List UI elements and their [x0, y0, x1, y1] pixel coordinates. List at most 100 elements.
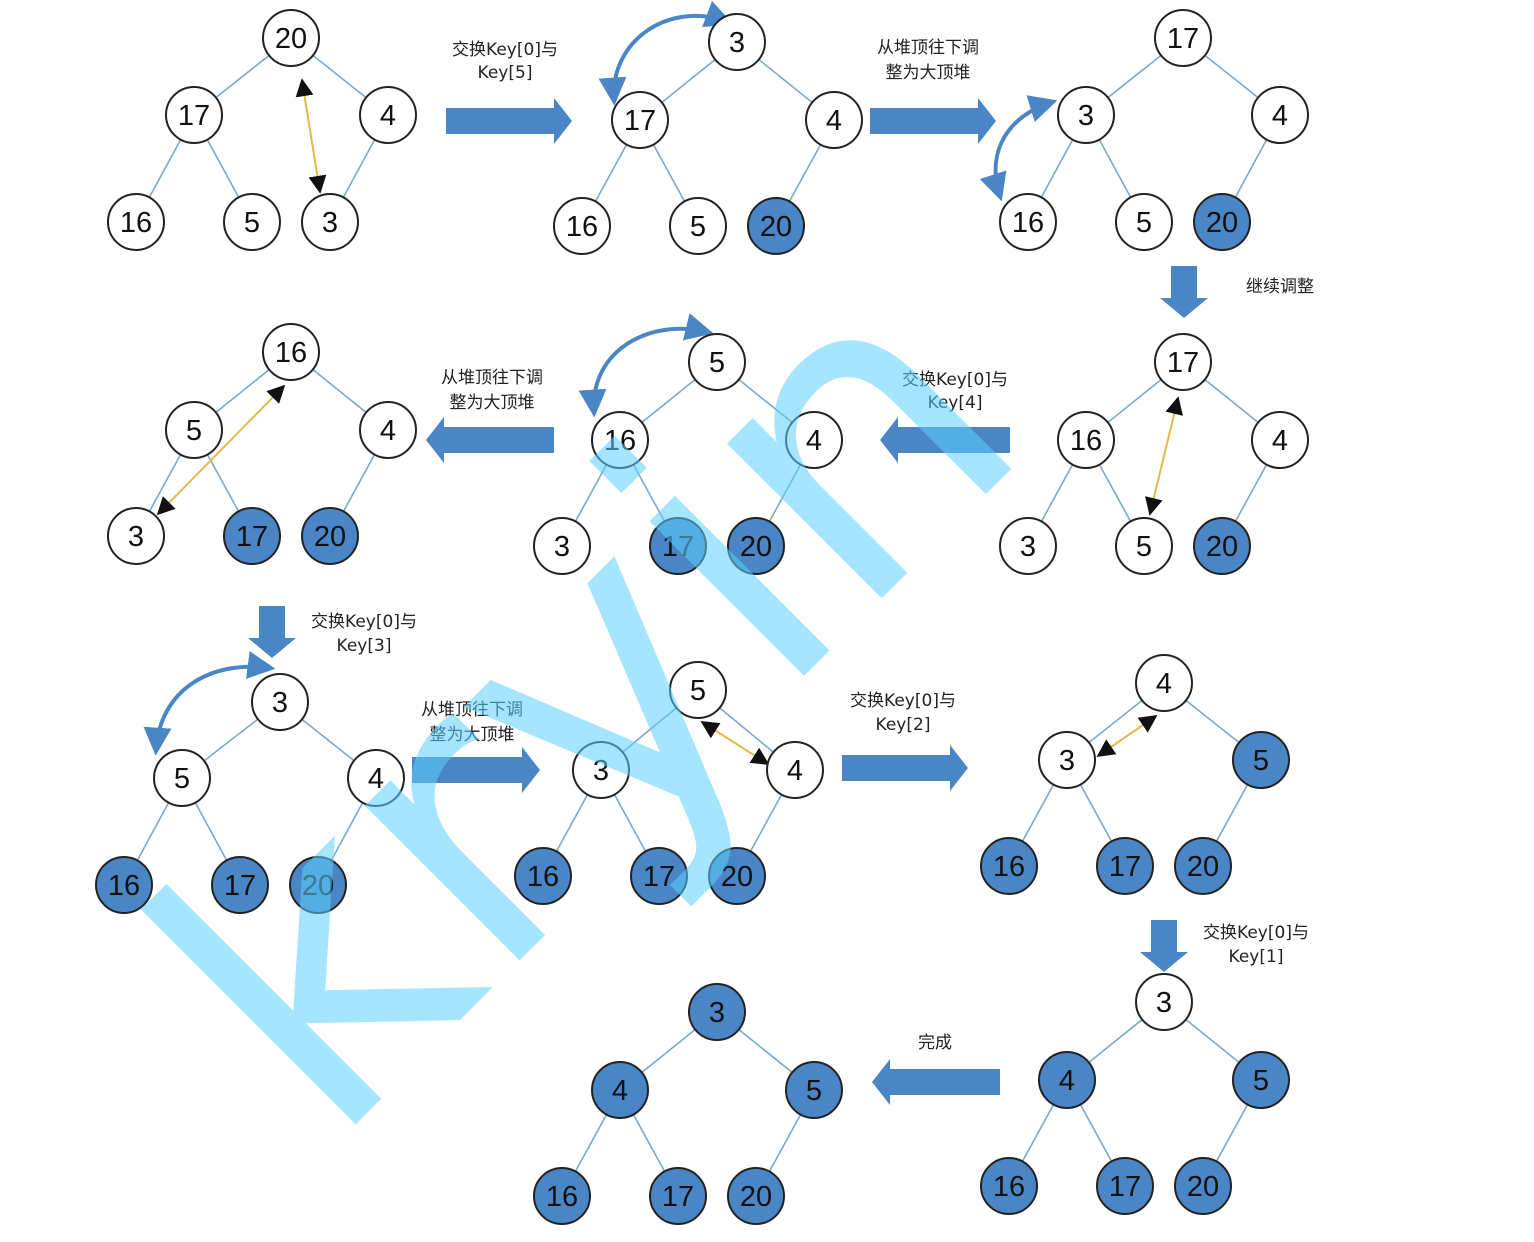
- label-heapify-a-line2: 整为大顶堆: [886, 63, 971, 83]
- label-done: 完成: [918, 1033, 952, 1053]
- step-8-node-circle-1: [572, 741, 630, 799]
- step-1-node-label-0: 20: [275, 23, 307, 55]
- step-4-node-5: 20: [1193, 517, 1251, 575]
- step-7-node-2: 4: [347, 749, 405, 807]
- step-1-node-1: 17: [165, 86, 223, 144]
- step-7-node-label-0: 3: [272, 687, 288, 719]
- step-3-node-1: 3: [1057, 86, 1115, 144]
- step-4-node-label-4: 5: [1136, 531, 1152, 563]
- step-11-node-circle-2: [785, 1061, 843, 1119]
- step-9-node-circle-3: [980, 837, 1038, 895]
- step-3-node-2: 4: [1251, 86, 1309, 144]
- step-2-node-label-5: 20: [760, 211, 792, 243]
- curved-arrow-7: [143, 651, 276, 756]
- step-5-node-label-3: 3: [554, 531, 570, 563]
- step-1-node-circle-3: [107, 193, 165, 251]
- step-7-node-label-1: 5: [174, 763, 190, 795]
- step-11-node-circle-3: [533, 1167, 591, 1225]
- step-7-node-circle-2: [347, 749, 405, 807]
- step-9-node-circle-4: [1096, 837, 1154, 895]
- step-9-node-label-1: 3: [1059, 745, 1075, 777]
- step-10-node-4: 17: [1096, 1157, 1154, 1215]
- step-6-node-1: 5: [165, 401, 223, 459]
- step-2-node-5: 20: [747, 197, 805, 255]
- step-11-node-circle-5: [727, 1167, 785, 1225]
- step-8-node-circle-5: [708, 847, 766, 905]
- step-4-node-circle-2: [1251, 411, 1309, 469]
- step-10-node-label-3: 16: [993, 1171, 1025, 1203]
- step-4-node-0: 17: [1154, 333, 1212, 391]
- step-6-node-label-3: 3: [128, 521, 144, 553]
- step-3-node-circle-5: [1193, 193, 1251, 251]
- step-3-node-label-1: 3: [1078, 100, 1094, 132]
- step-9-node-label-3: 16: [993, 851, 1025, 883]
- label-swap-k2-line2: Key[2]: [876, 715, 931, 735]
- curved-arrow-3: [979, 95, 1058, 202]
- step-1-node-circle-2: [359, 86, 417, 144]
- step-7-node-circle-4: [211, 856, 269, 914]
- step-5-node-4: 17: [649, 517, 707, 575]
- step-11-node-label-0: 3: [709, 997, 725, 1029]
- step-10-node-2: 5: [1232, 1051, 1290, 1109]
- step-8-node-circle-3: [514, 847, 572, 905]
- step-11-node-5: 20: [727, 1167, 785, 1225]
- swap-indicator-8: [700, 721, 770, 765]
- step-10-node-circle-0: [1135, 973, 1193, 1031]
- step-2-node-circle-2: [805, 91, 863, 149]
- swap-indicator-4: [1145, 396, 1183, 516]
- step-1-node-circle-0: [262, 9, 320, 67]
- step-5-node-3: 3: [533, 517, 591, 575]
- step-10-node-3: 16: [980, 1157, 1038, 1215]
- step-3-node-label-5: 20: [1206, 207, 1238, 239]
- step-11-node-label-3: 16: [546, 1181, 578, 1213]
- arrow-done: [872, 1059, 1000, 1105]
- step-3-node-4: 5: [1115, 193, 1173, 251]
- step-7-node-3: 16: [95, 856, 153, 914]
- step-10-node-0: 3: [1135, 973, 1193, 1031]
- arrow-heapify-a: [870, 98, 996, 144]
- step-10-node-label-4: 17: [1109, 1171, 1141, 1203]
- step-7-node-circle-3: [95, 856, 153, 914]
- step-9-node-0: 4: [1135, 654, 1193, 712]
- arrow-heapify-b: [426, 417, 554, 463]
- curved-arrows: [143, 0, 1058, 756]
- step-1-node-3: 16: [107, 193, 165, 251]
- step-4-node-label-3: 3: [1020, 531, 1036, 563]
- step-9-node-circle-5: [1174, 837, 1232, 895]
- step-6-node-label-1: 5: [186, 415, 202, 447]
- step-7-node-circle-0: [251, 673, 309, 731]
- step-9-node-label-5: 20: [1187, 851, 1219, 883]
- step-3-node-0: 17: [1154, 9, 1212, 67]
- step-10-node-label-0: 3: [1156, 987, 1172, 1019]
- step-6-node-3: 3: [107, 507, 165, 565]
- step-8-node-1: 3: [572, 741, 630, 799]
- step-8-node-4: 17: [630, 847, 688, 905]
- step-3-node-label-4: 5: [1136, 207, 1152, 239]
- step-4-node-circle-4: [1115, 517, 1173, 575]
- step-4-node-4: 5: [1115, 517, 1173, 575]
- step-4-node-label-2: 4: [1272, 425, 1288, 457]
- swap-indicator-1: [295, 78, 327, 194]
- label-swap-k3-line1: 交换Key[0]与: [311, 612, 417, 632]
- step-5-node-0: 5: [688, 333, 746, 391]
- step-5-node-label-0: 5: [709, 347, 725, 379]
- step-2-node-circle-1: [611, 91, 669, 149]
- step-6-node-label-2: 4: [380, 415, 396, 447]
- step-7-node-circle-5: [289, 856, 347, 914]
- step-8-node-circle-4: [630, 847, 688, 905]
- step-1-node-label-1: 17: [178, 100, 210, 132]
- step-10-node-circle-2: [1232, 1051, 1290, 1109]
- step-2-node-circle-0: [708, 13, 766, 71]
- label-heapify-b-line1: 从堆顶往下调: [441, 368, 543, 388]
- step-9-node-4: 17: [1096, 837, 1154, 895]
- arrow-swap-k4: [880, 417, 1010, 463]
- label-swap-k4-line1: 交换Key[0]与: [902, 370, 1008, 390]
- curved-arrow-5: [578, 313, 714, 418]
- step-6-node-circle-5: [301, 507, 359, 565]
- step-11-node-circle-0: [688, 983, 746, 1041]
- step-4-node-2: 4: [1251, 411, 1309, 469]
- step-11-node-label-4: 17: [662, 1181, 694, 1213]
- step-6-node-circle-3: [107, 507, 165, 565]
- step-2-node-3: 16: [553, 197, 611, 255]
- step-8-node-label-0: 5: [690, 675, 706, 707]
